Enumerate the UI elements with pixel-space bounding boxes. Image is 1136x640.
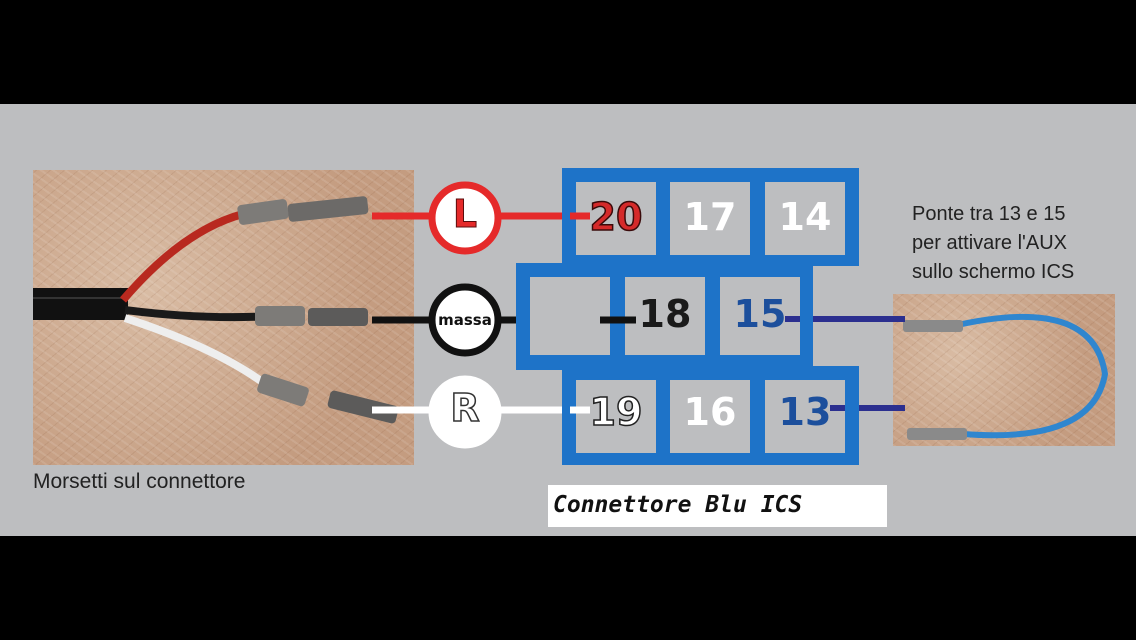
jumper-caption-line: Ponte tra 13 e 15 xyxy=(912,203,1066,225)
pin-cell xyxy=(765,380,845,453)
jumper-caption-line: per attivare l'AUX xyxy=(912,232,1067,254)
right-channel-label: R xyxy=(450,385,481,431)
jumper-caption-line: sullo schermo ICS xyxy=(912,261,1075,283)
jumper-illustration xyxy=(903,313,1109,440)
pin-14-label: 14 xyxy=(778,195,832,239)
left-channel-label: L xyxy=(452,192,478,237)
connector-title: Connettore Blu ICS xyxy=(553,492,803,518)
terminals-caption: Morsetti sul connettore xyxy=(33,470,246,493)
pin-cell xyxy=(765,182,845,255)
pin-19-label: 19 xyxy=(589,389,643,435)
pin-18-label: 18 xyxy=(638,292,692,336)
pin-20-label: 20 xyxy=(589,194,643,240)
pin-15-label: 15 xyxy=(733,292,787,336)
connector-title-box: Connettore Blu ICS xyxy=(548,485,887,527)
cable-illustration xyxy=(33,196,399,424)
pin-cell xyxy=(670,182,750,255)
jumper-photo xyxy=(893,294,1115,446)
left-channel-circle xyxy=(428,181,502,255)
terminals-photo xyxy=(33,170,414,465)
pin-16-label: 16 xyxy=(683,390,737,434)
right-channel-circle xyxy=(428,375,502,449)
ground-label: massa xyxy=(438,311,492,329)
pin-cell xyxy=(530,277,610,355)
pin-cell xyxy=(625,277,705,355)
pin-17-label: 17 xyxy=(683,195,737,239)
jumper-caption: Ponte tra 13 e 15 per attivare l'AUX sul… xyxy=(912,200,1074,287)
pin-cell xyxy=(670,380,750,453)
ground-circle xyxy=(428,283,502,357)
pin-cell xyxy=(576,380,656,453)
pin-13-label: 13 xyxy=(778,390,832,434)
